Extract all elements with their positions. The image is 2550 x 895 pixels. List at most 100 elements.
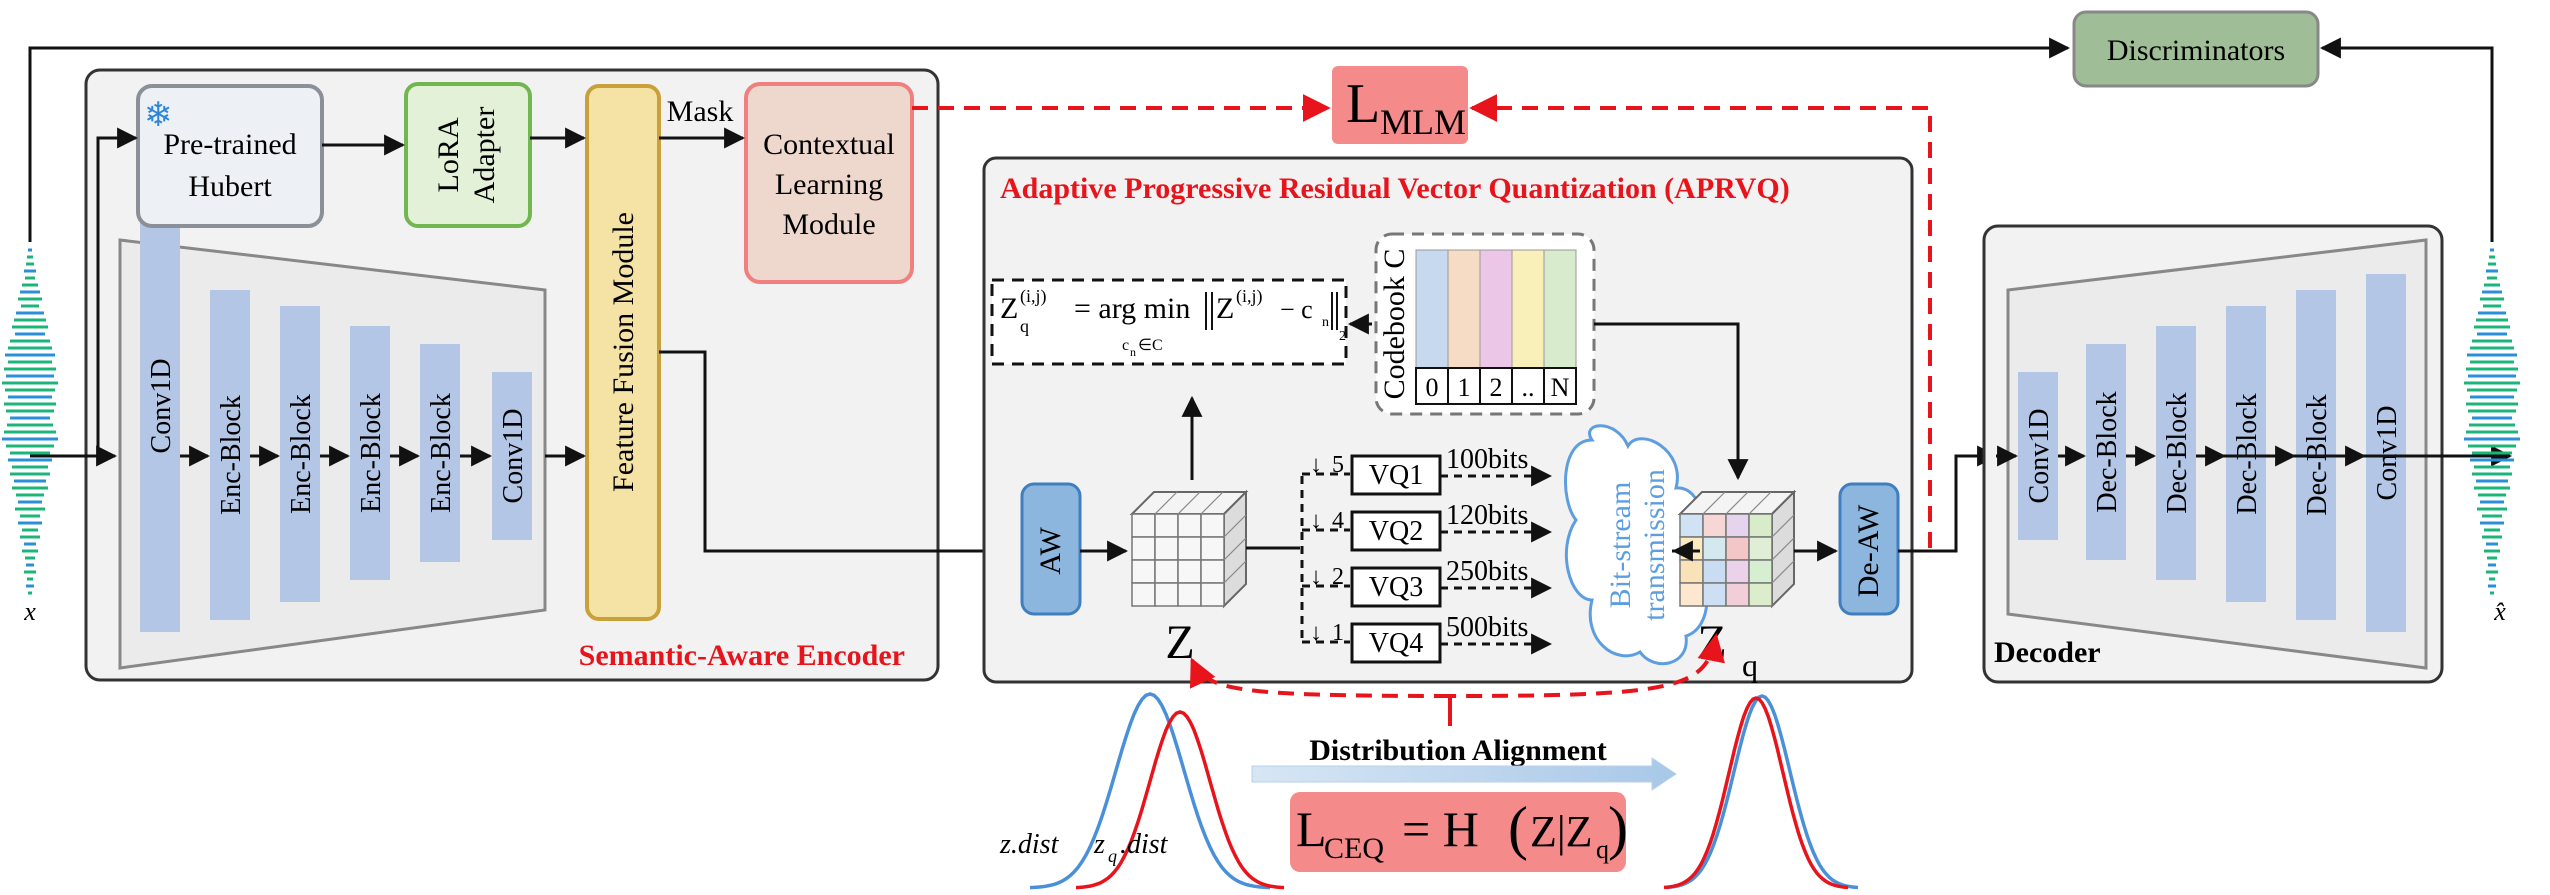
discriminators-box [2072,10,2320,88]
encoder-block-3 [280,306,320,602]
formula-norm-sub: 2 [1339,329,1346,344]
formula-argmin: = arg min [1074,292,1190,325]
zq-quantized-cube [1677,489,1797,609]
vq-count-2: 4 [1332,508,1344,534]
formula-lhs-sup: (i,j) [1020,286,1047,307]
codebook-entry-3 [1479,249,1513,369]
mlm-loss-sub: MLM [1380,102,1466,142]
ceq-loss-eq: = H [1402,801,1479,857]
cube-z-cell [1177,513,1202,538]
cube-zq-cell [1679,536,1704,561]
cube-z-cell [1131,582,1156,607]
cube-zq-cell [1748,582,1773,607]
z-distribution-curves [1029,692,1285,890]
fusion-label: Feature Fusion Module [607,212,640,492]
aw-block [1020,482,1082,616]
formula-under-n: n [1130,345,1136,359]
encoder-arrows [28,37,2494,562]
zq-dist-label-sub: q [1108,846,1117,866]
zq-distribution-curves [1663,694,1859,890]
alignment-arrow-right [1448,633,1725,706]
cube-z-cell [1154,559,1179,584]
aprvq-title: Adaptive Progressive Residual Vector Qua… [1000,172,1790,205]
z-latent-cube [1129,489,1249,609]
contextual-learning-module [744,82,914,284]
z-dist-label: z.dist [999,829,1060,860]
zq-dist-label-pre: z [1093,829,1105,860]
vq-name-3: VQ3 [1369,572,1423,603]
encoder-block-label-5: Enc-Block [426,393,457,513]
decoder-block-label-2: Dec-Block [2092,391,2123,512]
vq-arrow-2: ↓ [1310,508,1322,534]
formula-lhs-sub: q [1020,316,1029,336]
decoder-block-6 [2366,274,2406,632]
encoder-title: Semantic-Aware Encoder [579,639,905,672]
mlm-loss-box [1332,66,1468,144]
vq-name-4: VQ4 [1369,628,1423,659]
codebook-index-cell-2 [1447,367,1481,405]
lora-label-line1: LoRA [432,117,465,192]
deaw-label: De-AW [1852,504,1885,597]
pretrained-hubert-box [136,84,324,228]
alignment-arrow [1251,757,1677,791]
codebook-index-cell-5 [1543,367,1577,405]
zq-dist-curve-aligned [1663,696,1849,890]
codebook-entry-4 [1511,249,1545,369]
codebook-index-3: 2 [1490,373,1503,402]
bitstream-label-line1: Bit-stream [1604,482,1637,609]
encoder-block-label-2: Enc-Block [216,395,247,515]
formula-under-set: ∈C [1138,337,1163,354]
vq-box-3 [1350,566,1442,608]
z-label: Z [1165,616,1194,669]
vq-name-2: VQ2 [1369,516,1423,547]
cube-z-cell [1131,513,1156,538]
vq-arrow-3: ↓ [1310,564,1322,590]
vq-arrow-4: ↓ [1310,620,1322,646]
cube-z-cell [1131,559,1156,584]
pretrained-label-line1: Pre-trained [163,128,296,161]
encoder-trapezoid [118,238,547,670]
formula-lhs: Z [1000,292,1018,325]
zq-dist-label-post: .dist [1120,829,1169,860]
ceq-loss-arg-sub: q [1596,835,1609,864]
mask-label: Mask [667,95,734,128]
decoder-block-label-4: Dec-Block [2232,393,2263,514]
cube-z-cell [1154,536,1179,561]
vq-bits-1: 100bits [1446,444,1528,475]
z-dist-curve-aligned [1665,694,1859,890]
clm-label-line3: Module [782,208,875,241]
cube-zq-cell [1748,559,1773,584]
encoder-block-label-3: Enc-Block [286,394,317,514]
decoder-block-4 [2226,306,2266,602]
alignment-title: Distribution Alignment [1309,734,1607,767]
decoder-block-label-6: Conv1D [2372,406,2403,501]
z-dist-curve [1029,692,1271,890]
vq-count-4: 1 [1332,620,1344,646]
clm-label-line1: Contextual [763,128,895,161]
cube-z-cell [1177,559,1202,584]
vq-bits-4: 500bits [1446,612,1528,643]
bitstream-label-line2: transmission [1638,469,1671,621]
cube-zq-cell [1725,559,1750,584]
vq-bits-3: 250bits [1446,556,1528,587]
cube-z-cell [1154,582,1179,607]
aprvq-arrows [1080,313,1999,562]
vq-box-1 [1350,454,1442,496]
codebook-index-cell-4 [1511,367,1545,405]
encoder-block-5 [420,344,460,562]
codebook-index-4: .. [1522,373,1535,402]
decoder-block-label-1: Conv1D [2024,409,2055,504]
cube-zq-cell [1702,536,1727,561]
decoder-block-label-3: Dec-Block [2162,392,2193,513]
codebook-entry-2 [1447,249,1481,369]
vq-count-3: 2 [1332,564,1344,590]
codebook-index-2: 1 [1458,373,1471,402]
codebook-index-5: N [1551,373,1570,402]
cube-zq-cell [1679,513,1704,538]
codebook-entry-1 [1415,249,1449,369]
bitstream-cloud [1564,424,1709,666]
cube-zq-cell [1725,513,1750,538]
